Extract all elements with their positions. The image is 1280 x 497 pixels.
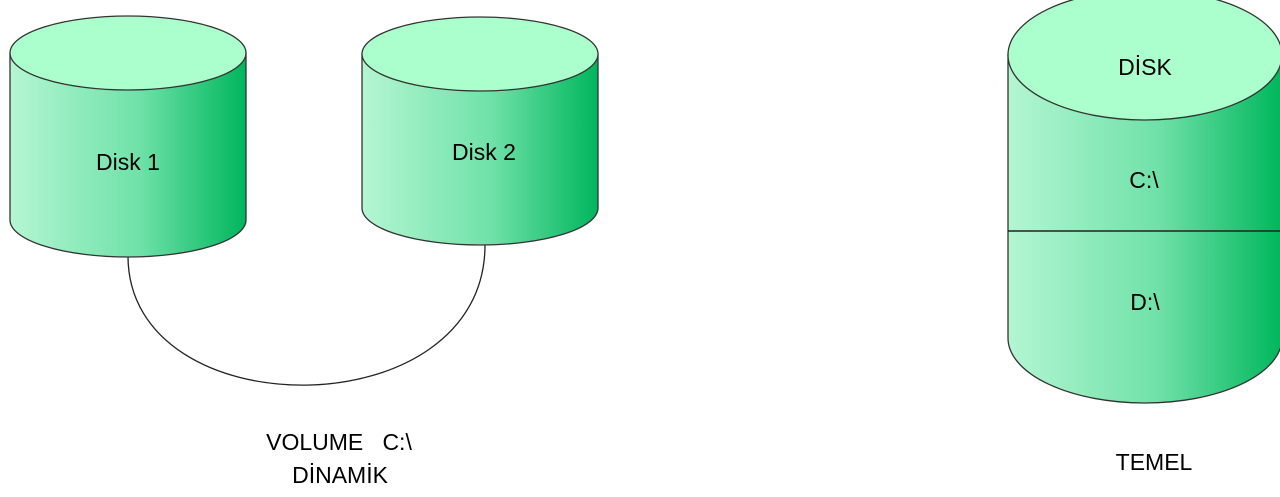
partition-c-label: C:\ [1129, 167, 1159, 193]
basic-caption: TEMEL [1116, 449, 1193, 475]
basic-disk-cylinder: DİSK C:\ D:\ [1007, 0, 1280, 404]
disk1-body [9, 52, 247, 258]
basic-disk-body [1007, 54, 1280, 404]
disk2-top [361, 16, 599, 92]
partition-d-label: D:\ [1130, 289, 1160, 315]
disk1-cylinder: Disk 1 [9, 15, 247, 258]
basic-disk-label: DİSK [1118, 54, 1172, 80]
disk2-label: Disk 2 [452, 139, 516, 165]
dynamic-caption: DİNAMİK [292, 462, 389, 488]
volume-caption: VOLUME C:\ [266, 429, 412, 455]
disk1-label: Disk 1 [96, 149, 160, 175]
basic-disk-top [1007, 0, 1280, 121]
disk2-body [361, 53, 599, 246]
volume-connector [127, 244, 486, 386]
disk2-cylinder: Disk 2 [361, 16, 599, 246]
disk1-top [9, 15, 247, 91]
